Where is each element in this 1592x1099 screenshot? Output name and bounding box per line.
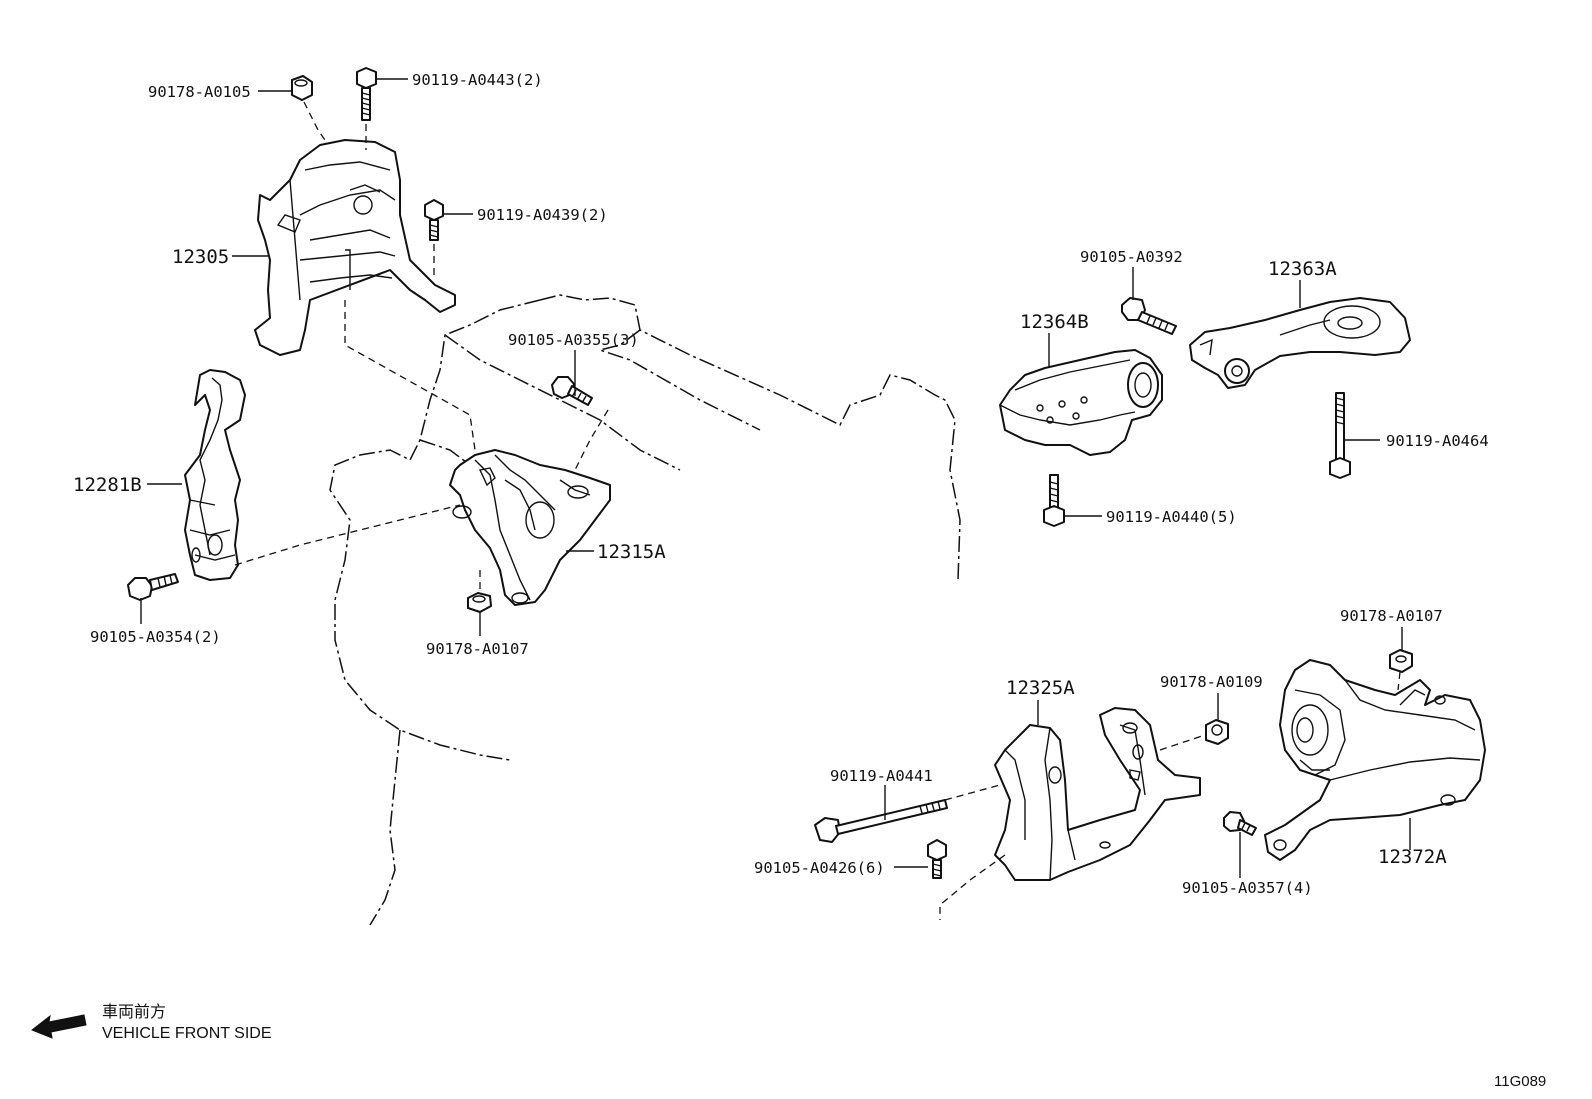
label-12372A: 12372A bbox=[1378, 846, 1447, 868]
mount-12364B bbox=[999, 349, 1163, 456]
label-90178-A0105: 90178-A0105 bbox=[148, 83, 251, 101]
label-12325A: 12325A bbox=[1006, 677, 1075, 699]
label-90119-A0441: 90119-A0441 bbox=[830, 767, 933, 785]
label-90105-A0426: 90105-A0426(6) bbox=[754, 859, 885, 877]
label-90105-A0355: 90105-A0355(3) bbox=[508, 331, 639, 349]
bolt-90119-A0440 bbox=[1043, 474, 1065, 527]
guide-line-12305-12315A bbox=[344, 300, 476, 451]
engine-outline bbox=[329, 294, 961, 926]
label-90105-A0392: 90105-A0392 bbox=[1080, 248, 1183, 266]
bolt-90119-A0464 bbox=[1329, 392, 1351, 479]
bracket-12281B bbox=[184, 369, 461, 581]
bolt-90105-A0357 bbox=[1223, 811, 1257, 836]
label-90119-A0440: 90119-A0440(5) bbox=[1106, 508, 1237, 526]
leader-lines bbox=[140, 78, 1411, 878]
nut-90178-A0107-left bbox=[467, 570, 492, 613]
label-90178-A0107-right: 90178-A0107 bbox=[1340, 607, 1443, 625]
label-12315A: 12315A bbox=[597, 541, 666, 563]
diagram-id: 11G089 bbox=[1494, 1073, 1546, 1090]
label-12364B: 12364B bbox=[1020, 311, 1089, 333]
label-12363A: 12363A bbox=[1268, 258, 1337, 280]
label-90105-A0357: 90105-A0357(4) bbox=[1182, 879, 1313, 897]
bracket-12325A bbox=[939, 707, 1206, 920]
mount-12372A bbox=[1264, 659, 1486, 861]
nut-90178-A0107-right bbox=[1389, 649, 1413, 691]
label-90178-A0107-left: 90178-A0107 bbox=[426, 640, 529, 658]
label-12305: 12305 bbox=[172, 246, 229, 268]
label-90119-A0443: 90119-A0443(2) bbox=[412, 71, 543, 89]
bracket-12315A bbox=[449, 449, 611, 606]
nut-90178-A0109 bbox=[1205, 719, 1229, 745]
nut-90178-A0105 bbox=[291, 75, 326, 141]
bolt-90105-A0426 bbox=[927, 839, 947, 879]
bolt-90105-A0355 bbox=[551, 376, 609, 471]
bolt-90119-A0443 bbox=[356, 67, 377, 150]
label-12281B: 12281B bbox=[73, 474, 142, 496]
label-90119-A0439: 90119-A0439(2) bbox=[477, 206, 608, 224]
front-arrow-icon bbox=[31, 1014, 87, 1039]
bolt-90119-A0441 bbox=[814, 799, 948, 843]
front-label-en: VEHICLE FRONT SIDE bbox=[102, 1025, 272, 1042]
bolt-90105-A0392 bbox=[1121, 297, 1177, 335]
bolt-90105-A0354 bbox=[127, 573, 179, 601]
vehicle-front-indicator: 車両前方 VEHICLE FRONT SIDE bbox=[31, 1003, 272, 1042]
label-90119-A0464: 90119-A0464 bbox=[1386, 432, 1489, 450]
label-90178-A0109: 90178-A0109 bbox=[1160, 673, 1263, 691]
front-label-jp: 車両前方 bbox=[102, 1003, 166, 1021]
engine-mount-12305 bbox=[254, 139, 456, 356]
torque-rod-12363A bbox=[1189, 297, 1411, 389]
bolt-90119-A0439 bbox=[424, 199, 444, 280]
label-90105-A0354: 90105-A0354(2) bbox=[90, 628, 221, 646]
